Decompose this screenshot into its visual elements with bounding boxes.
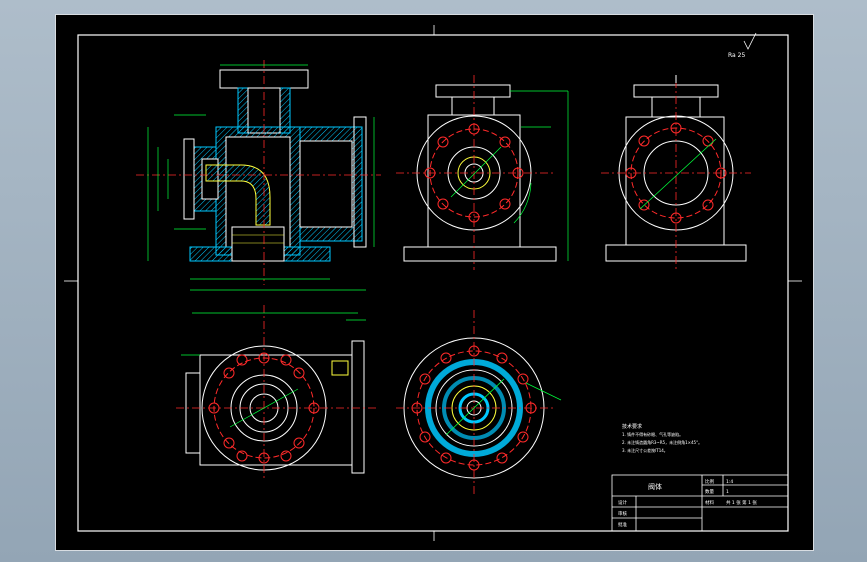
right-side-view — [601, 75, 751, 270]
note-line: 1. 铸件不得有砂眼、气孔等缺陷。 — [622, 431, 683, 437]
drawing-frame — [64, 25, 802, 541]
note-line: 2. 未注铸造圆角R3~R5，未注倒角1×45°。 — [622, 439, 702, 445]
bottom-section-view — [396, 310, 562, 495]
svg-text:数量: 数量 — [705, 488, 714, 495]
notes-heading: 技术要求 — [622, 423, 642, 430]
svg-text:设计: 设计 — [618, 499, 627, 506]
svg-text:Ra 25: Ra 25 — [728, 52, 745, 59]
svg-text:比例: 比例 — [705, 478, 714, 485]
title-block: 阀体 比例 1:4 数量 1 材料 共 1 张 第 1 张 设计 审核 批准 — [611, 474, 789, 532]
svg-text:1:4: 1:4 — [726, 479, 733, 485]
front-section-view — [136, 60, 381, 291]
cad-viewport[interactable]: Ra 25 — [55, 14, 814, 551]
side-view — [396, 75, 569, 270]
technical-notes: 技术要求 1. 铸件不得有砂眼、气孔等缺陷。 2. 未注铸造圆角R3~R5，未注… — [622, 423, 702, 453]
part-name: 阀体 — [648, 482, 662, 491]
svg-text:1: 1 — [726, 489, 729, 495]
svg-text:审核: 审核 — [618, 510, 627, 517]
engineering-drawing: Ra 25 — [64, 25, 802, 541]
note-line: 3. 未注尺寸公差按IT14。 — [622, 447, 668, 453]
svg-text:共 1 张 第 1 张: 共 1 张 第 1 张 — [726, 499, 757, 506]
roughness-symbol: Ra 25 — [728, 32, 757, 59]
top-view — [176, 305, 376, 480]
svg-text:批准: 批准 — [618, 521, 627, 528]
svg-text:材料: 材料 — [705, 499, 714, 506]
